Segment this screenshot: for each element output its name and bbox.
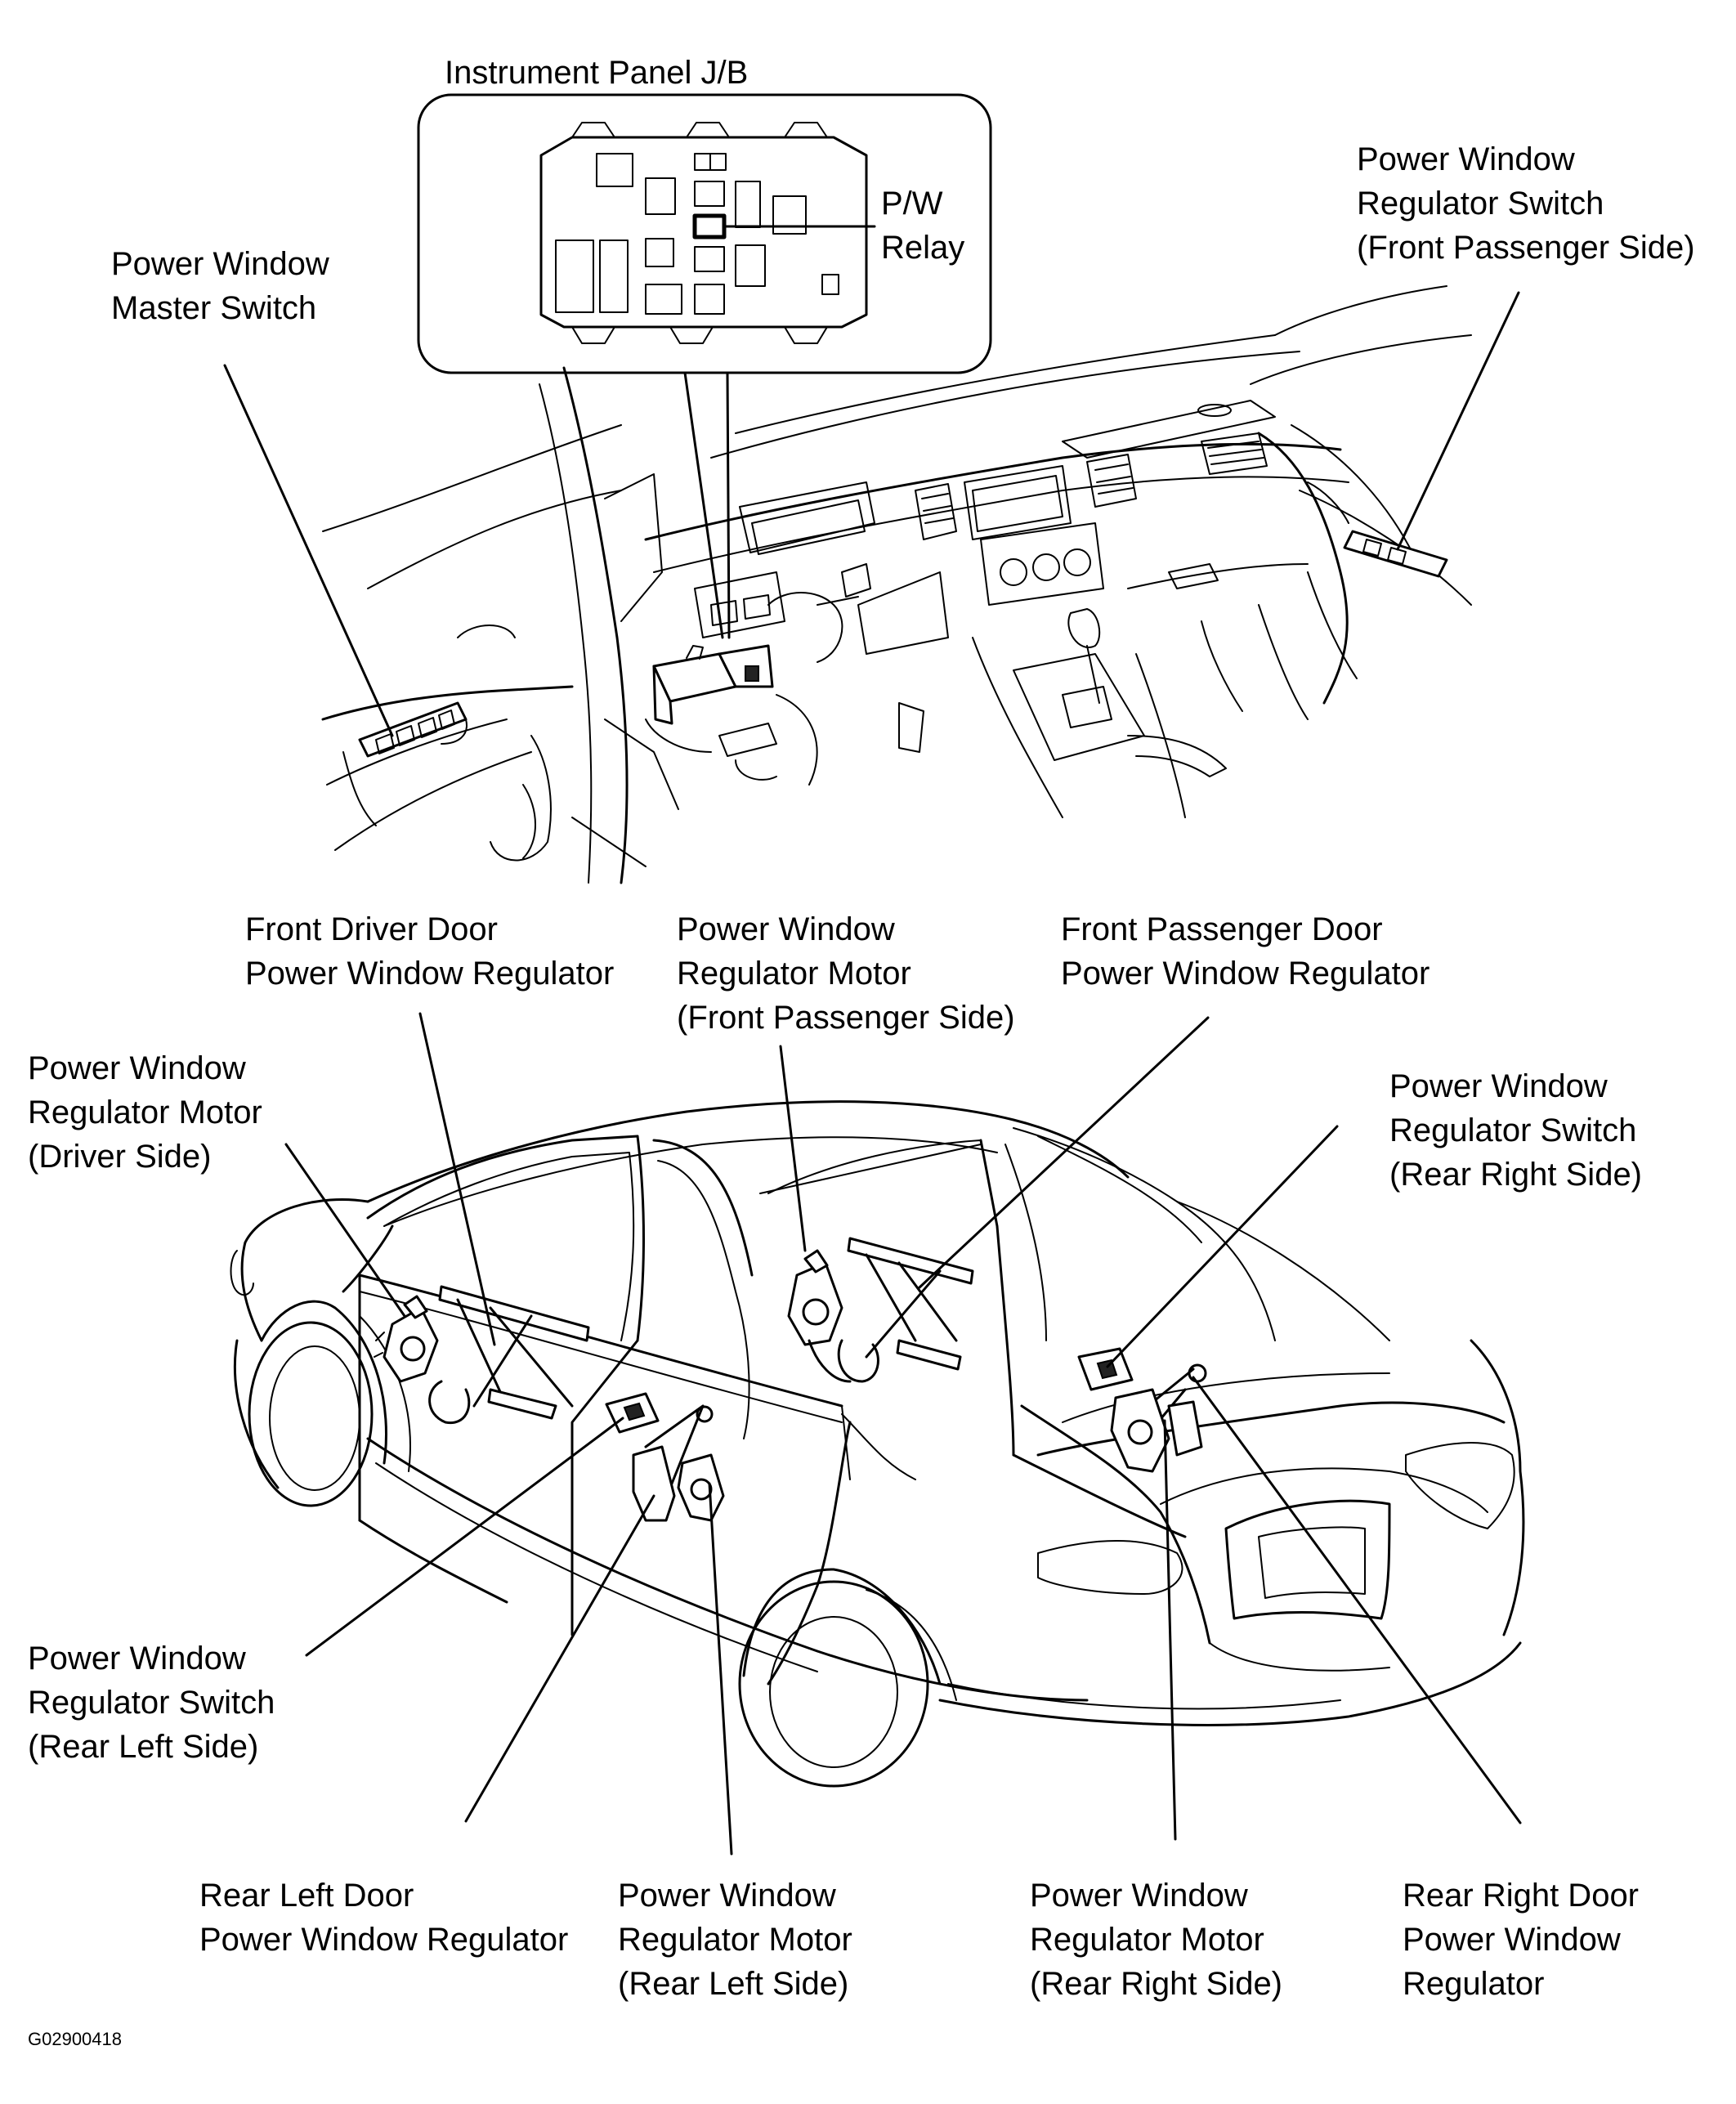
driver-side-motor-part xyxy=(374,1295,439,1383)
rear-right-switch-part xyxy=(1077,1347,1134,1391)
label-pw-reg-motor-front-passenger: Power Window Regulator Motor (Front Pass… xyxy=(677,911,1015,1036)
label-front-driver-door-regulator: Front Driver Door Power Window Regulator xyxy=(245,911,615,992)
label-pw-master-switch: Power Window Master Switch xyxy=(111,246,329,326)
label-instrument-panel-jb: Instrument Panel J/B xyxy=(445,55,749,91)
rear-left-motor-part xyxy=(677,1453,725,1522)
label-rear-right-door-regulator: Rear Right Door Power Window Regulator xyxy=(1403,1878,1640,2002)
label-pw-reg-switch-rear-left: Power Window Regulator Switch (Rear Left… xyxy=(28,1641,275,1765)
leader-lines xyxy=(223,291,1522,1856)
label-pw-relay: P/W Relay xyxy=(881,186,965,266)
rear-right-motor-part xyxy=(1110,1388,1203,1473)
label-pw-reg-motor-rear-right: Power Window Regulator Motor (Rear Right… xyxy=(1030,1878,1283,2002)
label-pw-reg-motor-driver: Power Window Regulator Motor (Driver Sid… xyxy=(28,1050,262,1175)
front-passenger-regulator-part xyxy=(837,1237,974,1383)
label-pw-reg-switch-front-passenger: Power Window Regulator Switch (Front Pas… xyxy=(1357,141,1695,266)
label-front-passenger-door-regulator: Front Passenger Door Power Window Regula… xyxy=(1061,911,1430,992)
label-pw-reg-switch-rear-right: Power Window Regulator Switch (Rear Righ… xyxy=(1389,1068,1643,1193)
front-passenger-motor-part xyxy=(787,1249,852,1383)
rear-left-regulator-part xyxy=(632,1404,714,1522)
diagram-code: G02900418 xyxy=(28,2029,122,2049)
front-passenger-switch-location xyxy=(1343,530,1448,578)
interior-dashboard-view xyxy=(321,285,1472,884)
rear-left-switch-part xyxy=(605,1392,660,1434)
jb-location-on-dash xyxy=(652,644,774,725)
car-body xyxy=(230,1100,1525,1788)
junction-block-callout xyxy=(417,93,992,639)
label-pw-reg-motor-rear-left: Power Window Regulator Motor (Rear Left … xyxy=(618,1878,852,2002)
master-switch-location xyxy=(358,701,468,758)
label-rear-left-door-regulator: Rear Left Door Power Window Regulator xyxy=(199,1878,569,1958)
front-driver-regulator-part xyxy=(428,1285,590,1425)
